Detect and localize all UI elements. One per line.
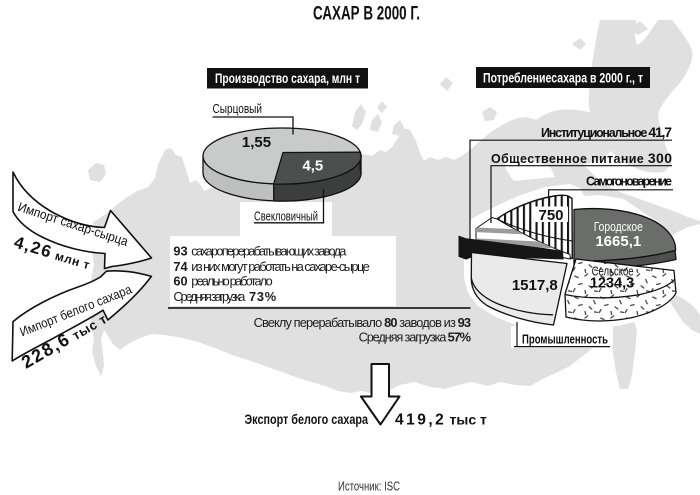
svg-text:419,2: 419,2 xyxy=(395,412,446,429)
svg-text:Общественное питание 300: Общественное питание 300 xyxy=(491,150,672,166)
svg-text:Сельское: Сельское xyxy=(592,264,634,278)
svg-text:750: 750 xyxy=(538,207,563,224)
svg-text:Институциональное 41,7: Институциональное 41,7 xyxy=(541,124,672,140)
svg-text:1665,1: 1665,1 xyxy=(595,233,641,250)
svg-text:1517,8: 1517,8 xyxy=(512,277,558,294)
svg-text:сахароперерабатывающих завода: сахароперерабатывающих завода xyxy=(191,244,347,259)
svg-text:Промышленность: Промышленность xyxy=(522,333,608,347)
svg-text:60: 60 xyxy=(173,274,187,289)
svg-text:реально работало: реально работало xyxy=(191,274,273,289)
svg-text:93: 93 xyxy=(173,244,187,259)
svg-text:Свекловичный: Свекловичный xyxy=(254,210,318,224)
svg-text:74: 74 xyxy=(173,259,188,274)
svg-text:Сырцовый: Сырцовый xyxy=(213,102,263,116)
svg-text:Свеклу перерабатывало 80 завод: Свеклу перерабатывало 80 заводов из 93 xyxy=(254,315,471,330)
svg-text:73%: 73% xyxy=(249,289,277,304)
svg-text:из них могут работать на сахар: из них могут работать на сахаре-сырце xyxy=(191,259,370,274)
svg-text:тыс т: тыс т xyxy=(450,412,487,428)
svg-text:Экспорт белого сахара: Экспорт белого сахара xyxy=(245,411,369,427)
svg-text:Самогоноварение: Самогоноварение xyxy=(586,175,672,189)
svg-text:Потреблениесахара в 2000 г., т: Потреблениесахара в 2000 г., т xyxy=(483,70,643,86)
svg-text:4,5: 4,5 xyxy=(302,158,323,175)
svg-text:Источник: ISC: Источник: ISC xyxy=(338,480,400,494)
svg-text:1234,3: 1234,3 xyxy=(590,275,634,291)
svg-text:1,55: 1,55 xyxy=(242,134,271,151)
svg-text:САХАР В 2000 Г.: САХАР В 2000 Г. xyxy=(313,4,420,25)
svg-text:Производство сахара, млн т: Производство сахара, млн т xyxy=(215,70,360,86)
svg-text:Городское: Городское xyxy=(594,220,643,234)
svg-text:Средняя загрузка 57%: Средняя загрузка 57% xyxy=(359,330,472,345)
svg-text:Средняя загрузка: Средняя загрузка xyxy=(173,289,246,304)
